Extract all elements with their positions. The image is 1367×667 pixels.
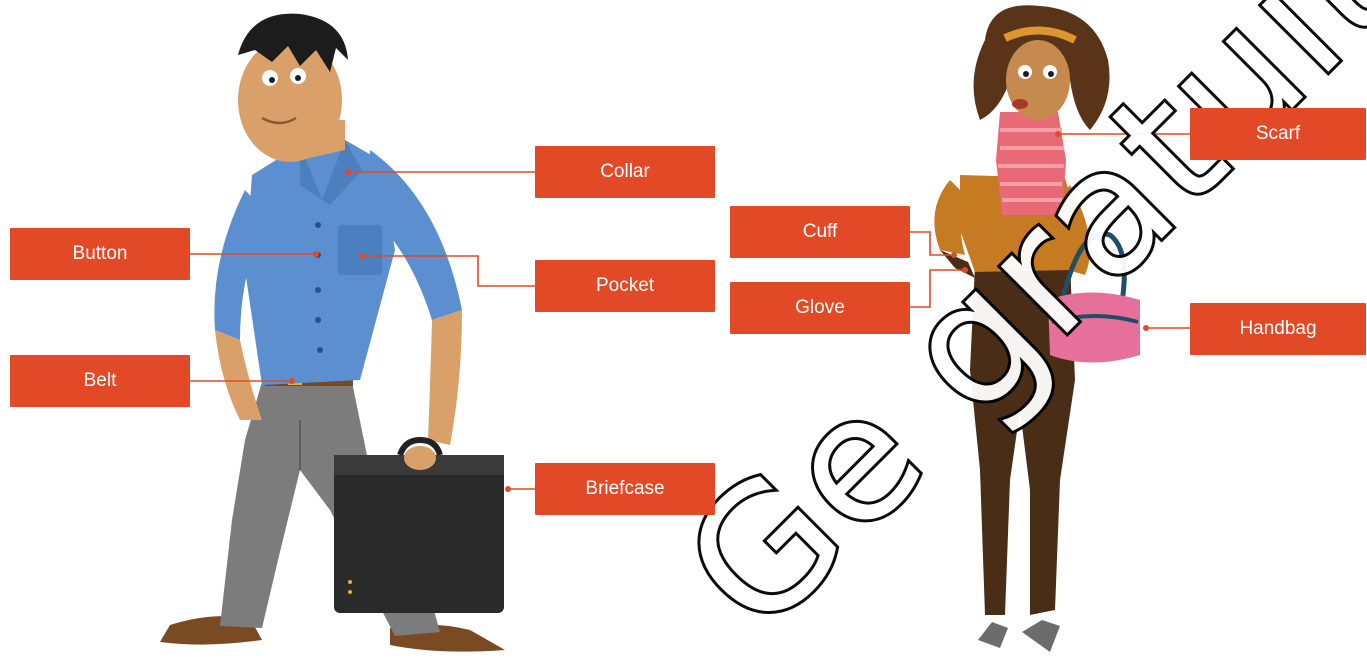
button-label: Button <box>10 228 190 280</box>
cuff-label: Cuff <box>730 206 910 258</box>
scarf-label: Scarf <box>1190 108 1366 160</box>
collar-label: Collar <box>535 146 715 198</box>
woman-left-shoe <box>978 622 1008 648</box>
woman-right-shoe <box>1022 620 1060 652</box>
pocket-label: Pocket <box>535 260 715 312</box>
man-briefcase <box>334 455 504 613</box>
glove-label: Glove <box>730 282 910 334</box>
belt-label: Belt <box>10 355 190 407</box>
handbag-label: Handbag <box>1190 303 1366 355</box>
man-pocket <box>338 225 382 275</box>
briefcase-label: Briefcase <box>535 463 715 515</box>
man-figure <box>160 14 505 652</box>
